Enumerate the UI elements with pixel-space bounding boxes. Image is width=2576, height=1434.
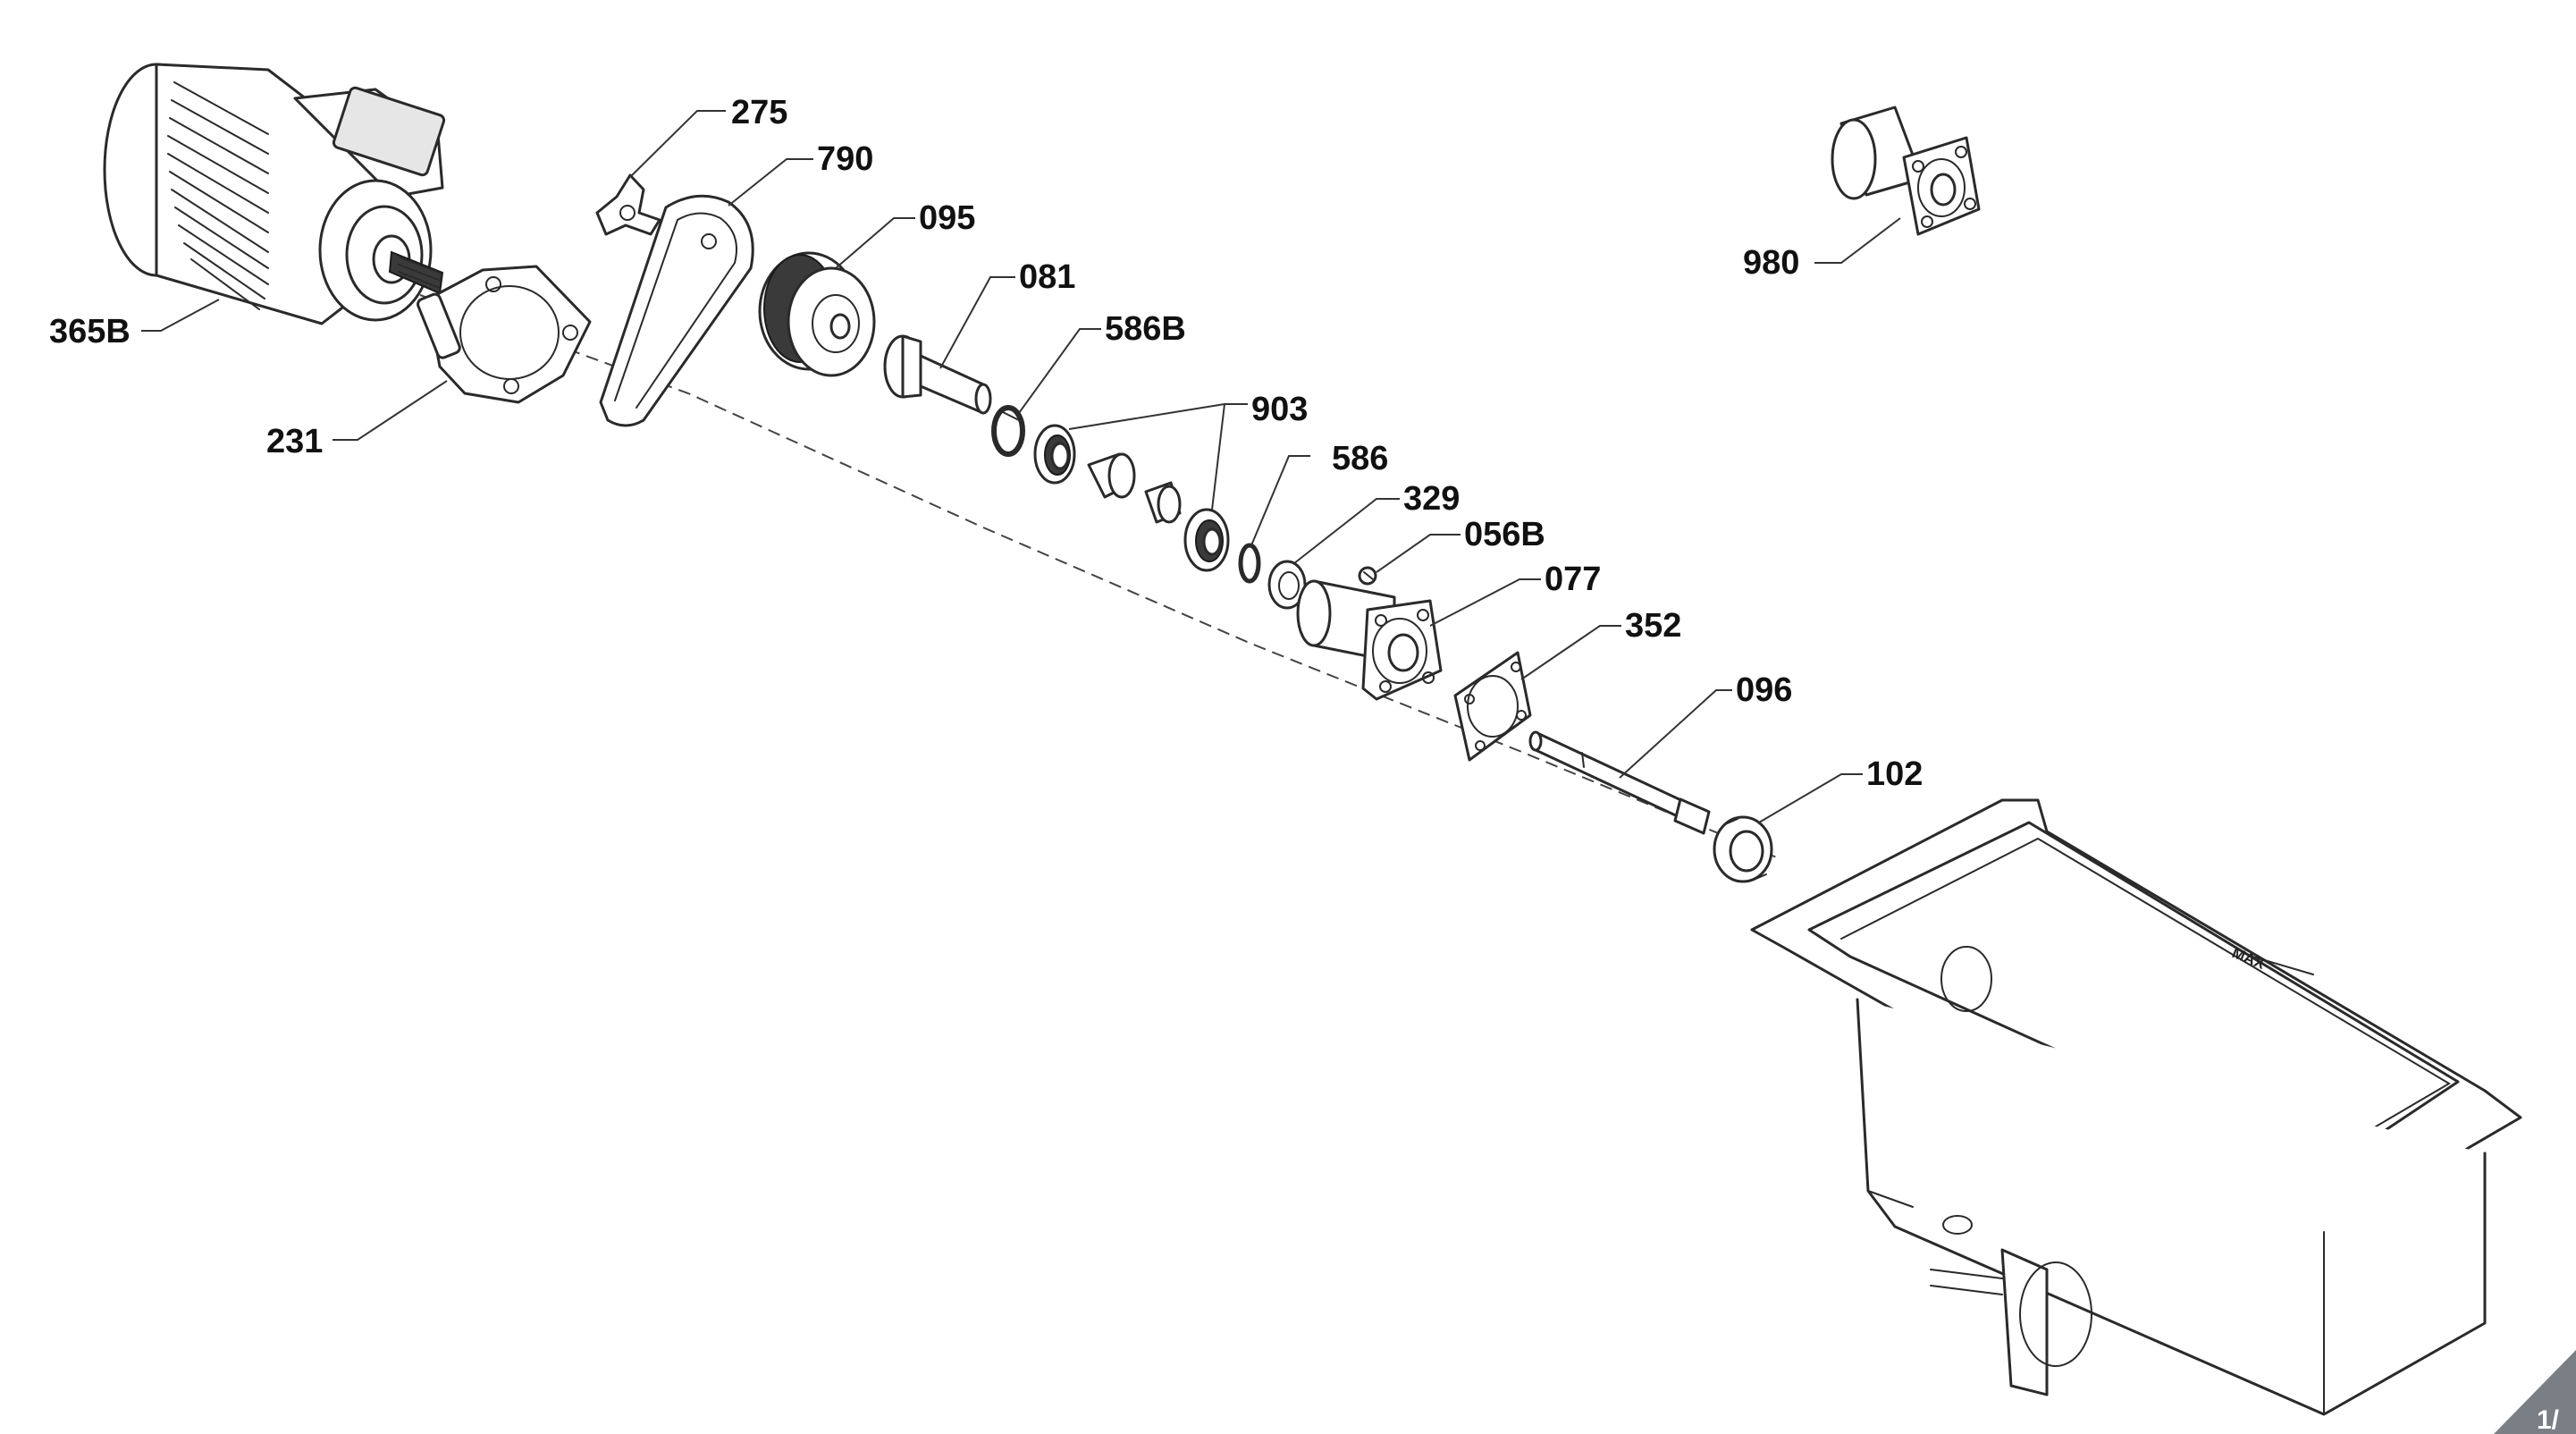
- leader-081: [939, 276, 1015, 369]
- bearing-housing-077: [1296, 579, 1443, 701]
- callout-095: 095: [919, 199, 975, 237]
- leader-980: [1814, 217, 1901, 264]
- leader-231: [333, 380, 448, 441]
- callout-081: 081: [1019, 258, 1075, 296]
- leader-903-b: [1211, 403, 1248, 510]
- bearing-903-a: [1033, 424, 1076, 485]
- page-number: 1/: [2537, 1405, 2560, 1434]
- leader-102: [1758, 773, 1863, 823]
- callout-329: 329: [1403, 480, 1460, 518]
- callout-056B: 056B: [1464, 516, 1545, 553]
- callout-586B: 586B: [1105, 310, 1186, 348]
- basin-tank: MAX: [1750, 798, 2522, 1416]
- flange-plate-231: [417, 265, 592, 404]
- leader-096: [1619, 689, 1732, 779]
- callout-903: 903: [1251, 391, 1308, 428]
- callout-077: 077: [1545, 561, 1601, 598]
- spacer-sleeve: [1087, 452, 1182, 524]
- leader-586: [1250, 455, 1310, 546]
- callout-790: 790: [817, 140, 873, 178]
- pulley-095: [758, 251, 876, 377]
- leader-275: [629, 110, 726, 178]
- belt-guard-790: [599, 194, 754, 427]
- leader-790: [728, 158, 813, 207]
- hub-shaft-081: [883, 334, 992, 415]
- callout-980: 980: [1743, 244, 1799, 282]
- circlip-586B: [991, 405, 1025, 457]
- leader-095: [835, 217, 915, 269]
- nut-102: [1713, 815, 1773, 883]
- callout-096: 096: [1736, 671, 1792, 709]
- leader-352: [1520, 625, 1621, 680]
- gasket-352: [1453, 651, 1532, 762]
- callout-352: 352: [1625, 607, 1681, 645]
- leader-077: [1429, 578, 1541, 627]
- bearing-unit-980: [1831, 105, 1981, 236]
- leader-329: [1293, 498, 1400, 564]
- leader-586B: [1018, 328, 1101, 414]
- callout-586: 586: [1332, 440, 1388, 477]
- circlip-586: [1238, 543, 1261, 584]
- page-curl-corner: 1/: [2494, 1350, 2576, 1434]
- motor-365B: [103, 63, 446, 325]
- pin-056B: [1358, 566, 1377, 586]
- leader-056B: [1376, 534, 1461, 573]
- callout-102: 102: [1866, 755, 1923, 793]
- callout-365B: 365B: [49, 313, 130, 350]
- callout-231: 231: [266, 423, 323, 460]
- clip-275: [595, 173, 661, 236]
- drive-shaft-096: [1528, 730, 1711, 835]
- leader-365B: [141, 299, 220, 332]
- bearing-903-b: [1183, 508, 1230, 572]
- callout-275: 275: [731, 94, 787, 131]
- leader-903-a: [1068, 403, 1225, 430]
